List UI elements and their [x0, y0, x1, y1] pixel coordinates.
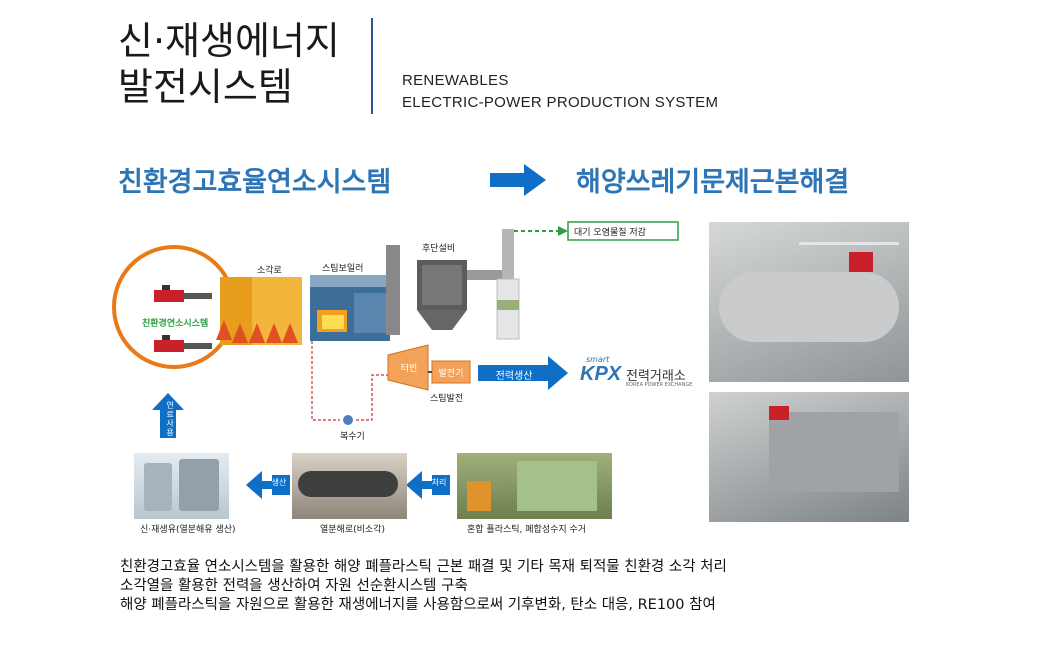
emission-label: 대기 오염물질 저감	[574, 228, 646, 238]
title-line-1: 신·재생에너지	[118, 19, 340, 63]
process-diagram: 친환경연소시스템 소각로 스팀보일러 후단설비 대기 오염물질 저감 터빈 발전…	[112, 215, 702, 545]
generator-label: 발전기	[438, 369, 464, 379]
tank-caption: 신·재생유(열분해유 생산)	[140, 525, 236, 535]
burner-bottom-icon	[154, 335, 212, 352]
plastic-caption: 혼합 플라스틱, 폐합성수지 수거	[467, 525, 587, 535]
diagram-graphics	[112, 221, 679, 499]
english-subtitle: RENEWABLES ELECTRIC-POWER PRODUCTION SYS…	[402, 70, 718, 114]
page-title: 신·재생에너지 발전시스템	[118, 18, 340, 110]
description-line-2: 소각열을 활용한 전력을 생산하여 자원 선순환시스템 구축	[120, 578, 468, 594]
right-arrow-icon	[490, 164, 546, 196]
kpx-english: KOREA POWER EXCHANGE	[626, 382, 693, 388]
kpx-smart: smart	[586, 355, 610, 364]
turbine-label: 터빈	[400, 364, 418, 374]
title-line-2: 발전시스템	[118, 65, 293, 109]
produce-label: 생산	[271, 478, 287, 487]
burner-label: 친환경연소시스템	[142, 319, 209, 329]
headline-right: 해양쓰레기문제근본해결	[576, 167, 850, 198]
post-treatment-icon	[386, 245, 507, 335]
pump-label: 복수기	[340, 432, 365, 442]
power-production-label: 전력생산	[495, 371, 533, 382]
plastic-photo	[457, 453, 612, 519]
steam-boiler-icon	[310, 275, 390, 341]
oil-tank-photo	[134, 453, 229, 519]
headline-left: 친환경고효율연소시스템	[118, 167, 392, 198]
post-treatment-label: 후단설비	[422, 244, 456, 254]
description-line-3: 해양 폐플라스틱을 자원으로 활용한 재생에너지를 사용함으로써 기후변화, 탄…	[120, 597, 716, 613]
boiler-label: 스팀보일러	[322, 264, 364, 274]
subtitle-line-1: RENEWABLES	[402, 72, 509, 89]
process-label: 처리	[431, 478, 447, 487]
pyrolysis-caption: 열분해로(비소각)	[320, 525, 385, 535]
pyrolysis-photo	[292, 453, 407, 519]
kpx-name: 전력거래소	[626, 369, 686, 384]
description-line-1: 친환경고효율 연소시스템을 활용한 해양 폐플라스틱 근본 패결 및 기타 목재…	[120, 559, 727, 575]
subtitle-line-2: ELECTRIC-POWER PRODUCTION SYSTEM	[402, 94, 719, 111]
incinerator-photo-top	[709, 222, 909, 382]
burner-top-icon	[154, 285, 212, 302]
incinerator-icon	[216, 277, 302, 345]
kpx-logo: smart KPX 전력거래소 KOREA POWER EXCHANGE	[574, 355, 704, 395]
incinerator-photo-bottom	[709, 392, 909, 522]
steam-generation-label: 스팀발전	[430, 394, 464, 404]
kpx-mark: KPX	[580, 363, 622, 385]
stack-icon	[496, 229, 520, 340]
fuel-use-label: 연료사용	[166, 401, 174, 437]
incinerator-label: 소각로	[257, 266, 282, 276]
header-divider	[371, 18, 373, 114]
description-text: 친환경고효율 연소시스템을 활용한 해양 폐플라스틱 근본 패결 및 기타 목재…	[120, 558, 727, 615]
